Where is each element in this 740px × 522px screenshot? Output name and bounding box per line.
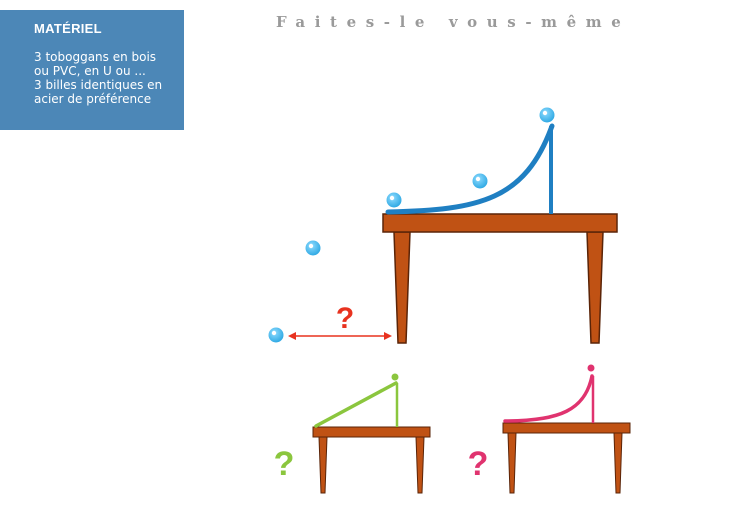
small-table-left (312, 426, 431, 494)
large-table-leg-left (393, 231, 411, 344)
materiel-line-3: 3 billes identiques en (34, 78, 163, 92)
green-ramp-slope (314, 381, 398, 428)
small-table-right-leg-left (507, 432, 517, 494)
blue-ramp-curve (385, 123, 555, 215)
small-table-left-leg-right (415, 436, 425, 494)
materiel-line-1: 3 toboggans en bois (34, 50, 157, 64)
ball-falling (305, 240, 321, 256)
materiel-line-2: ou PVC, en U ou ... (34, 64, 146, 78)
small-table-left-leg-left (318, 436, 328, 494)
small-table-right-top (502, 422, 631, 434)
blue-ramp (385, 123, 555, 215)
question-mark-pink: ? (468, 445, 489, 483)
ball-mid-ramp (472, 173, 488, 189)
small-table-right (502, 422, 631, 494)
pink-ramp-curve (503, 374, 594, 423)
small-table-right-leg-right (613, 432, 623, 494)
materiel-line-4: acier de préférence (34, 92, 152, 106)
ball-top (539, 107, 555, 123)
pink-ramp-ball (587, 364, 595, 372)
green-ramp-ball (391, 373, 399, 381)
green-ramp (314, 373, 399, 428)
question-mark-green: ? (274, 445, 295, 483)
large-table-leg-right (586, 231, 604, 344)
question-mark-red: ? (336, 302, 354, 335)
pink-ramp (503, 364, 595, 423)
distance-arrow (288, 332, 392, 340)
large-table-top (382, 213, 618, 233)
ball-ramp-bottom (386, 192, 402, 208)
page-title: Faites-le vous-même (276, 13, 631, 31)
ball-landed (268, 327, 284, 343)
materiel-panel: MATÉRIEL 3 toboggans en bois ou PVC, en … (0, 10, 184, 130)
small-table-left-top (312, 426, 431, 438)
materiel-title: MATÉRIEL (34, 21, 102, 36)
large-table (382, 213, 618, 344)
